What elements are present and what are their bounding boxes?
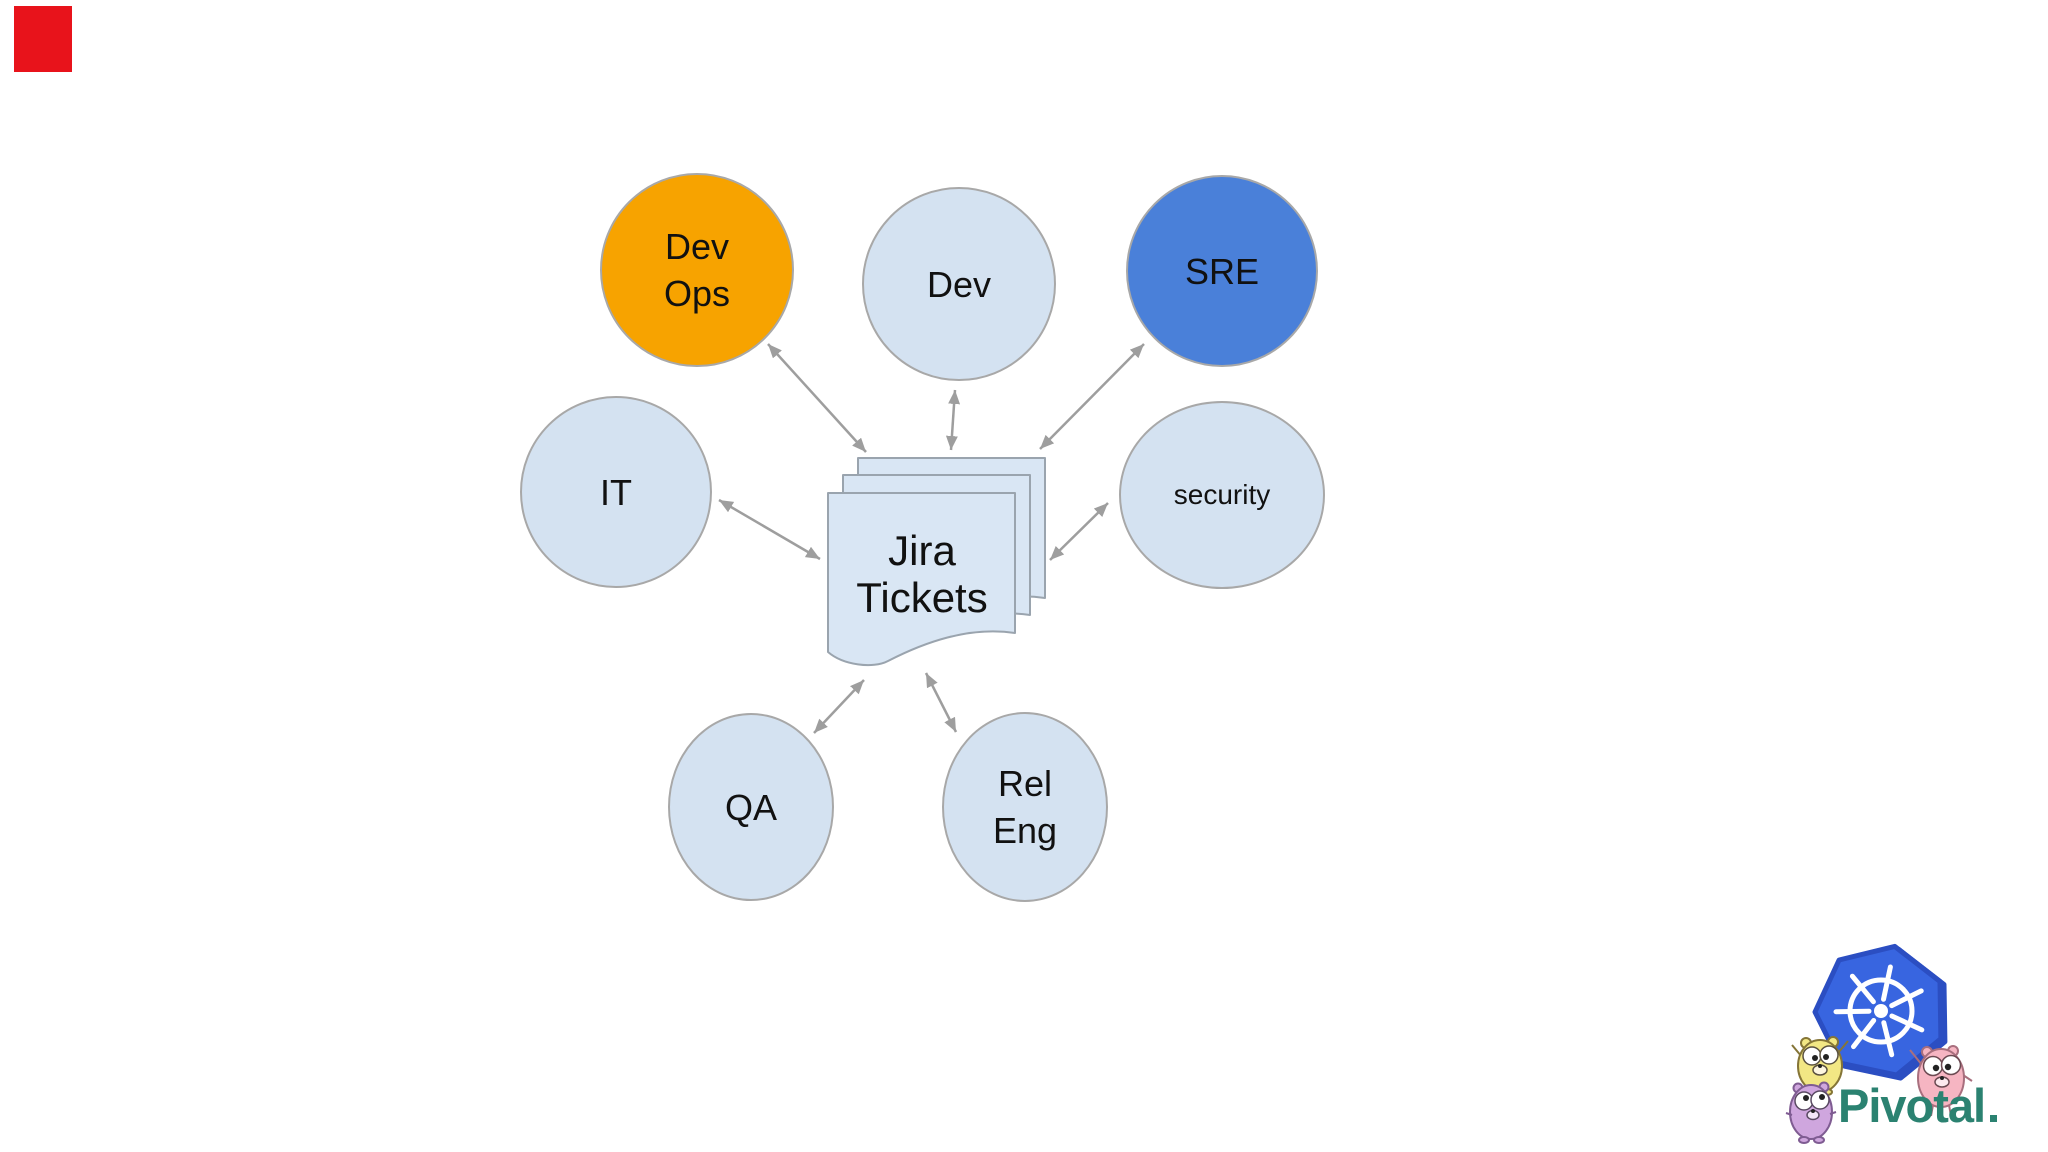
arrow-qa-jira [813,679,865,734]
node-dev-label: Dev [926,263,992,305]
trademark-dot [1990,1115,1998,1122]
arrow-it-jira [718,498,821,561]
pivotal-kubernetes-logo [1785,943,1973,1144]
arrow-sre-jira [1039,343,1145,450]
red-marker [14,6,72,72]
arrow-releng-jira [924,672,958,733]
node-releng: Rel Eng [942,712,1108,902]
node-it-label: IT [600,471,632,513]
arrow-dev-jira [945,389,961,451]
kubernetes-wheel-icon [1833,964,1925,1058]
node-devops: Dev Ops [600,173,794,367]
document-front [827,492,1016,667]
node-sre: SRE [1126,175,1318,367]
node-security-label: security [1173,479,1271,510]
node-qa-label: QA [724,786,777,828]
node-it: IT [520,396,712,588]
node-qa: QA [668,713,834,901]
arrow-security-jira [1049,502,1109,561]
node-dev: Dev [862,187,1056,381]
jira-tickets-label: Jira Tickets [856,527,988,621]
pivotal-wordmark-text: Pivotal [1838,1079,1986,1132]
pink-gopher-icon [1909,1045,1973,1117]
purple-gopher-icon [1785,1081,1837,1144]
node-sre-label: SRE [1184,250,1260,292]
node-releng-label: Rel Eng [992,763,1058,851]
jira-tickets-document-stack [827,457,1046,667]
node-devops-label: Dev Ops [663,226,731,314]
node-security: security [1119,401,1325,589]
pivotal-wordmark: Pivotal [1838,1078,2048,1133]
arrow-devops-jira [767,343,867,453]
